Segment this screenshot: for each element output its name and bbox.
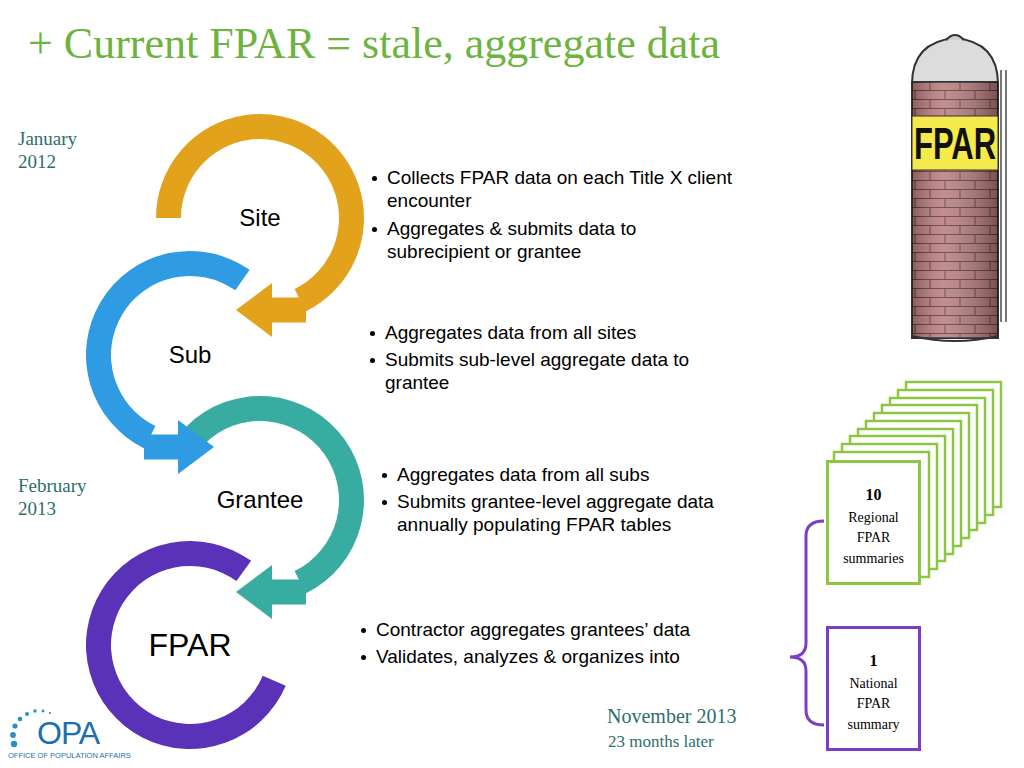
summary-box: 10Regional FPAR summaries [826,460,921,585]
logo-text: OPA [37,714,117,752]
logo-dot [25,712,29,716]
logo-dot [18,717,23,722]
stage-label: Site [239,204,280,233]
logo-dot [42,710,45,713]
date-label: February 2013 [18,475,118,521]
logo-dot [11,741,17,747]
logo-dot [33,709,36,712]
bullet-text: Collects FPAR data on each Title X clien… [370,167,810,213]
silo-cap [946,35,964,40]
silo-label: FPAR [906,117,1004,171]
slide-title: + Current FPAR = stale, aggregate data [28,18,720,69]
bullet-text: Validates, analyzes & organizes into [359,646,789,669]
date-label: January 2012 [18,128,106,174]
silo-dome [912,38,998,84]
summary-text: National FPAR summary [837,674,911,735]
logo-dot [49,712,51,714]
logo-subtitle: OFFICE OF POPULATION AFFAIRS [8,751,168,760]
cycle-stage: Site [155,113,365,323]
stage-label: Sub [169,341,212,370]
bullet-text: Submits sub-level aggregate data to gran… [368,349,753,395]
stage-label: FPAR [149,626,232,664]
stage-label: Grantee [217,486,304,515]
ring-arc [156,114,364,311]
logo-dot [12,723,17,728]
bullet-text: Aggregates data from all sites [368,322,788,345]
silo-base [912,336,998,341]
date-label: November 2013 [607,704,787,728]
cycle-stage: FPAR [85,540,295,750]
flow-arrow [144,420,214,474]
bullet-text: Aggregates & submits data to subrecipien… [370,218,700,264]
bullet-text: Submits grantee-level aggregate data ann… [380,491,780,537]
bullet-text: Contractor aggregates grantees’ data [359,619,789,642]
bullet-text: Aggregates data from all subs [380,464,800,487]
date-note: 23 months later [608,732,788,752]
logo-dot [10,732,16,738]
bracket [790,521,824,725]
summary-box: 1National FPAR summary [826,626,921,751]
summary-text: Regional FPAR summaries [837,508,911,569]
silo-ladder [1001,70,1006,322]
cycle-stage: Grantee [155,395,365,605]
ring-arc [86,541,286,749]
summary-count: 10 [837,485,911,504]
flow-arrow [236,565,306,619]
flow-arrow [236,283,306,337]
summary-count: 1 [837,651,911,670]
